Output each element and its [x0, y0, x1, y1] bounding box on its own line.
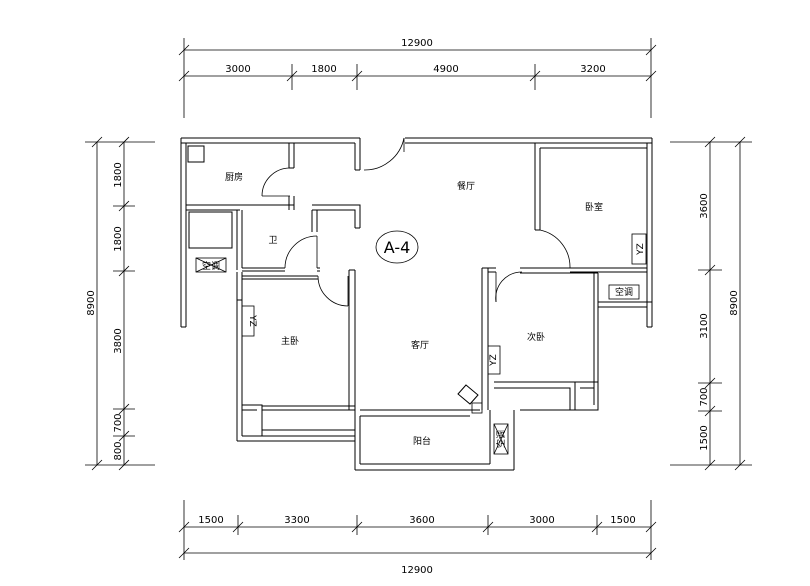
dim-bottom-total: 12900 — [401, 565, 433, 576]
dim-bottom-seg: 3600 — [409, 515, 434, 526]
ac-unit-right — [608, 284, 640, 300]
fixture-label-wardrobe: YZ — [636, 243, 646, 256]
dim-bottom-seg: 3000 — [529, 515, 554, 526]
dim-left-seg: 700 — [113, 413, 124, 432]
bottom-dimension-chain — [178, 500, 657, 560]
doors — [261, 137, 571, 307]
fixture-label-ac: 空调 — [495, 430, 507, 448]
dim-top-total: 12900 — [401, 38, 433, 49]
wardrobe-second — [487, 345, 501, 375]
dim-right-seg: 700 — [699, 387, 710, 406]
wardrobe-master — [241, 305, 255, 337]
dim-right-seg: 1500 — [699, 425, 710, 450]
dim-left-seg: 800 — [113, 441, 124, 460]
right-dimension-chain — [670, 136, 752, 471]
dim-bottom-seg: 1500 — [610, 515, 635, 526]
room-label-balcony: 阳台 — [413, 435, 431, 447]
dim-left-total: 8900 — [86, 290, 97, 315]
room-label-dining: 餐厅 — [457, 180, 475, 192]
dim-left-seg: 1800 — [113, 226, 124, 251]
dim-top-seg: 4900 — [433, 64, 458, 75]
room-label-bathroom: 卫 — [268, 236, 277, 246]
dim-right-total: 8900 — [729, 290, 740, 315]
unit-label: A-4 — [384, 238, 411, 257]
fixture-label-ac: 空调 — [202, 260, 220, 272]
dim-top-seg: 3200 — [580, 64, 605, 75]
dim-bottom-seg: 3300 — [284, 515, 309, 526]
room-label-kitchen: 厨房 — [225, 171, 243, 183]
top-dimension-chain — [178, 38, 657, 118]
room-label-bedroom: 卧室 — [585, 201, 603, 213]
room-label-living-room: 客厅 — [411, 339, 429, 351]
dim-top-seg: 1800 — [311, 64, 336, 75]
unit-label-circle — [375, 230, 419, 264]
fixture-label-wardrobe: YZ — [489, 354, 499, 367]
room-label-master-bedroom: 主卧 — [281, 335, 299, 347]
ac-unit-bottom — [493, 423, 509, 455]
dim-top-seg: 3000 — [225, 64, 250, 75]
dim-left-seg: 1800 — [113, 162, 124, 187]
left-dimension-chain — [85, 136, 155, 471]
dim-right-seg: 3100 — [699, 313, 710, 338]
wardrobe-bedroom — [631, 233, 647, 265]
dim-left-seg: 3800 — [113, 328, 124, 353]
dim-right-seg: 3600 — [699, 193, 710, 218]
fixture-label-ac: 空调 — [615, 286, 633, 298]
ac-unit-left — [195, 257, 227, 273]
room-label-second-bedroom: 次卧 — [527, 331, 545, 343]
walls — [180, 137, 653, 471]
dim-bottom-seg: 1500 — [198, 515, 223, 526]
fixture-label-wardrobe: YZ — [247, 314, 257, 327]
